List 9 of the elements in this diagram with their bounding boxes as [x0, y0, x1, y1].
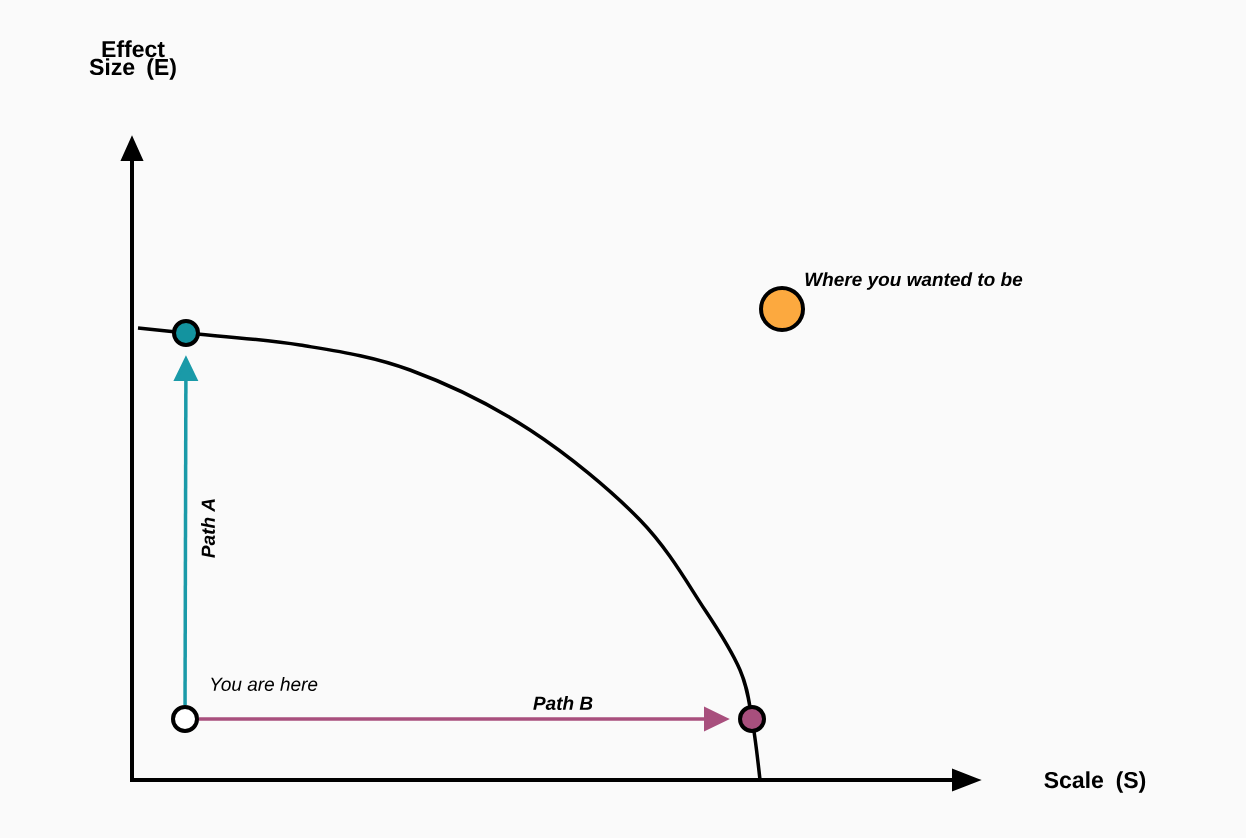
- edge-label: Path B: [531, 695, 595, 711]
- axis-title: Scale (S): [1044, 771, 1146, 793]
- point-label: Where you wanted to be: [805, 272, 1023, 290]
- point-marker: [172, 319, 200, 347]
- point-marker: [738, 705, 766, 733]
- point-label: You are here: [211, 677, 318, 691]
- point-marker: [171, 705, 199, 733]
- edge-label: Path A: [200, 496, 216, 560]
- axis-title: Effect Size (E): [89, 40, 176, 80]
